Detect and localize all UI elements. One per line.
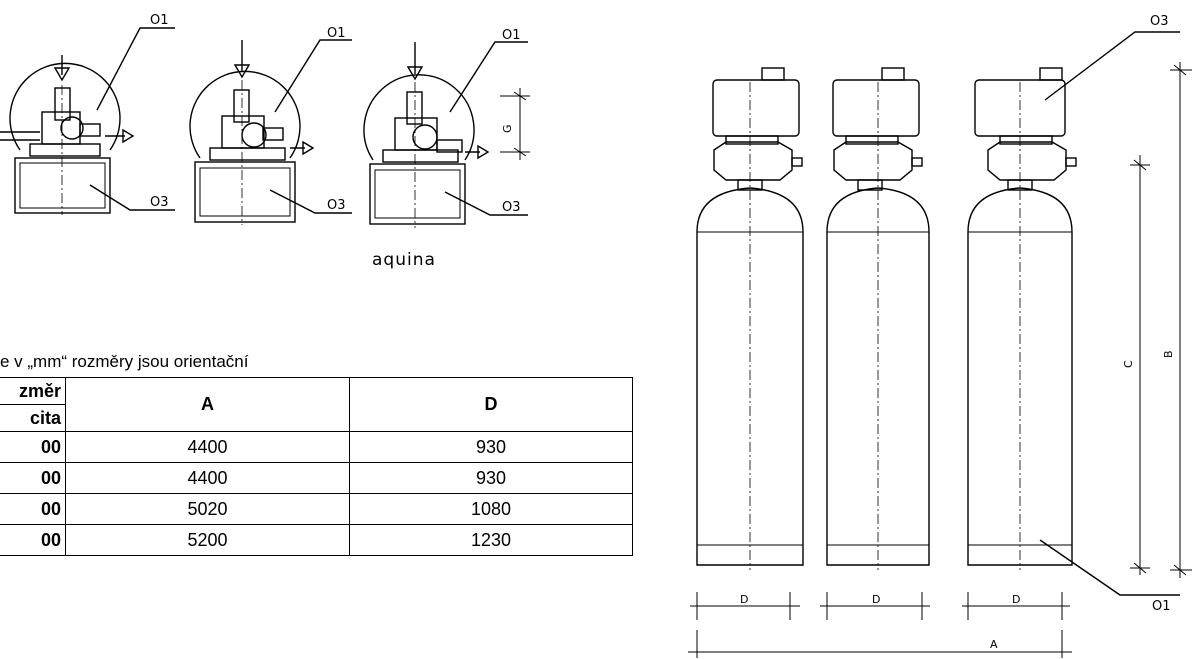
label-o1: O1 [150, 13, 169, 28]
dimensions-note: e v „mm“ rozměry jsou orientační [0, 352, 249, 371]
dimensions-table: změr A D cita 00 4400 930 00 4400 930 00… [0, 377, 633, 556]
table-row: 00 5020 1080 [0, 493, 633, 525]
leader-o1 [1039, 539, 1180, 596]
cell-a: 5020 [65, 493, 350, 525]
label-o1: O1 [502, 28, 521, 43]
cell-d: 930 [349, 431, 633, 463]
table-header-a: A [65, 377, 350, 432]
detail-view-1 [0, 27, 175, 215]
dimension-a [688, 630, 1072, 658]
label-o1: O1 [1152, 599, 1171, 614]
dimension-g: G [501, 124, 514, 133]
table-row: 00 4400 930 [0, 462, 633, 494]
dimension-c-label: C [1122, 360, 1135, 368]
row-label: 00 [0, 462, 66, 494]
cell-d: 930 [349, 462, 633, 494]
label-o3: O3 [327, 198, 346, 213]
dimension-d-2 [820, 592, 930, 620]
detail-view-3 [363, 41, 530, 228]
row-label: 00 [0, 493, 66, 525]
row-label: 00 [0, 524, 66, 556]
cell-d: 1080 [349, 493, 633, 525]
dimension-d-label: D [740, 593, 748, 606]
table-row: 00 4400 930 [0, 431, 633, 463]
dimension-a-label: A [990, 638, 998, 651]
table-header-label: změr [0, 377, 66, 405]
leader-o3 [1044, 31, 1180, 101]
label-o3: O3 [150, 195, 169, 210]
cell-a: 4400 [65, 462, 350, 494]
cell-a: 5200 [65, 524, 350, 556]
table-header-d: D [349, 377, 633, 432]
label-o3: O3 [502, 200, 521, 215]
detail-view-2 [189, 39, 352, 225]
tank-column-1 [696, 67, 804, 570]
label-o3: O3 [1150, 14, 1169, 29]
dimension-d-label: D [872, 593, 880, 606]
dimension-d-3 [962, 592, 1070, 620]
tank-column-2 [826, 67, 930, 570]
table-header-label: cita [0, 404, 66, 432]
dimension-d-label: D [1012, 593, 1020, 606]
dimension-d-1 [690, 592, 800, 620]
label-aquina: aquina [372, 250, 436, 270]
label-o1: O1 [327, 26, 346, 41]
dimension-b [1170, 62, 1192, 578]
dimension-c [1130, 155, 1150, 575]
table-row: 00 5200 1230 [0, 524, 633, 556]
tank-column-3 [967, 67, 1077, 570]
dimension-b-label: B [1162, 350, 1175, 358]
cell-a: 4400 [65, 431, 350, 463]
row-label: 00 [0, 431, 66, 463]
cell-d: 1230 [349, 524, 633, 556]
